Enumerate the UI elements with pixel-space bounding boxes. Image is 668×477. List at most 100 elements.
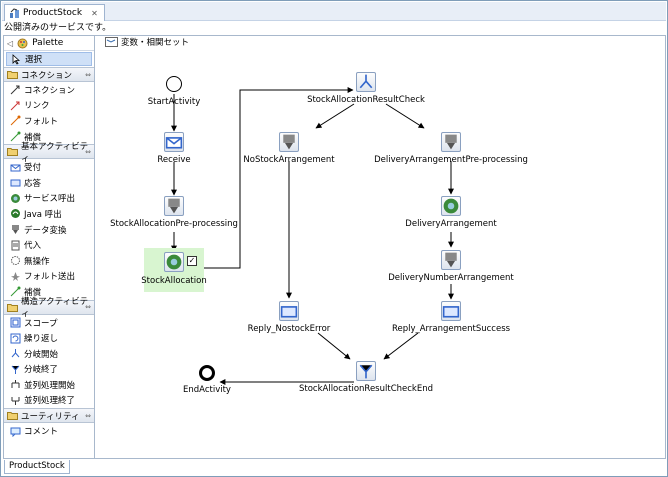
palette-item[interactable]: コメント: [4, 423, 94, 439]
palette-item-label: コメント: [24, 427, 59, 438]
palette-item[interactable]: 代入: [4, 237, 94, 253]
node-delivpre[interactable]: [441, 132, 461, 152]
node-reply_err[interactable]: [279, 301, 299, 321]
throw-fault-icon: [11, 271, 20, 281]
palette-item[interactable]: 無操作: [4, 253, 94, 269]
palette-icon: [17, 38, 28, 48]
palette-item[interactable]: 応答: [4, 175, 94, 191]
category-connection[interactable]: コネクション ⇔: [4, 67, 94, 82]
palette-item[interactable]: スコープ: [4, 315, 94, 331]
tab-productstock[interactable]: ProductStock ✕: [4, 4, 105, 21]
receive-icon: [10, 164, 21, 172]
palette-item-label: 繰り返し: [24, 334, 59, 345]
node-label-preproc: StockAllocationPre-processing: [110, 219, 238, 229]
reply-icon: [10, 179, 21, 187]
link-replyok-checkend[interactable]: [383, 332, 419, 360]
category-label: コネクション: [21, 70, 73, 81]
palette-item[interactable]: 並列処理終了: [4, 393, 94, 409]
branch-end-icon: [11, 365, 20, 374]
palette-item-label: 受付: [24, 163, 42, 174]
node-delivnum[interactable]: [441, 250, 461, 270]
palette-item[interactable]: 受付: [4, 159, 94, 175]
flow-diagram: [171, 87, 454, 385]
data-transform-icon: [12, 225, 19, 235]
node-checkend[interactable]: [356, 361, 376, 381]
node-check[interactable]: [356, 72, 376, 92]
process-icon: [10, 7, 19, 18]
data-transform-icon: [283, 134, 295, 150]
connection-icon: [10, 85, 20, 95]
palette-select-tool[interactable]: 選択: [6, 52, 92, 66]
palette-item[interactable]: 補償: [4, 129, 94, 145]
node-label-receive: Receive: [157, 155, 191, 165]
palette-title: Palette: [32, 38, 64, 48]
service-invoke-icon: [443, 198, 459, 214]
palette-item-label: 分岐終了: [24, 365, 59, 376]
category-utility[interactable]: ユーティリティ⇔: [4, 408, 94, 424]
palette-item-label: 補償: [24, 287, 42, 298]
drawer-toggle-icon[interactable]: ⇔: [85, 70, 91, 79]
link-alloc-check[interactable]: [198, 87, 354, 269]
palette: ◁ Palette 選択 コネクション⇔コネクションリンクフォルト補償基本アクテ…: [4, 36, 95, 458]
link-check-nostock[interactable]: [315, 103, 355, 129]
palette-item-label: 代入: [24, 241, 42, 252]
reply-icon: [280, 306, 298, 318]
folder-icon: [7, 412, 18, 421]
palette-item-label: スコープ: [24, 318, 58, 329]
folder-icon: [7, 71, 18, 79]
bottom-tab-productstock[interactable]: ProductStock: [4, 460, 70, 474]
palette-item[interactable]: 分岐開始: [4, 346, 94, 362]
folder-icon: [7, 148, 18, 157]
node-alloc[interactable]: [164, 252, 184, 272]
close-icon[interactable]: ✕: [91, 8, 98, 18]
folder-icon: [7, 303, 18, 312]
node-start[interactable]: [166, 76, 182, 92]
category-structured-activity[interactable]: 構造アクティビティ⇔: [4, 297, 94, 319]
java-invoke-icon: [11, 209, 20, 219]
palette-item-label: 並列処理開始: [24, 380, 76, 391]
palette-item-label: 無操作: [24, 256, 50, 267]
node-preproc[interactable]: [164, 196, 184, 216]
drawer-toggle-icon[interactable]: ⇔: [85, 303, 91, 312]
link-replyerr-checkend[interactable]: [317, 332, 351, 360]
checkbox-icon[interactable]: ✓: [187, 256, 197, 266]
node-label-deliv: DeliveryArrangement: [405, 219, 497, 229]
palette-item[interactable]: フォルト送出: [4, 269, 94, 285]
node-end[interactable]: [199, 365, 215, 381]
node-label-check: StockAllocationResultCheck: [307, 95, 425, 105]
variables-button[interactable]: 変数・相関セット: [105, 36, 189, 48]
service-invoke-icon: [166, 254, 182, 270]
loop-icon: [10, 333, 21, 344]
node-label-start: StartActivity: [147, 97, 201, 107]
palette-item-label: フォルト: [24, 116, 59, 127]
node-label-reply_err: Reply_NostockError: [247, 324, 331, 334]
palette-item[interactable]: リンク: [4, 98, 94, 114]
comment-icon: [10, 427, 21, 437]
editor-tabbar: ProductStock ✕: [2, 2, 666, 21]
link-check-delivpre[interactable]: [385, 103, 425, 129]
node-receive[interactable]: [164, 132, 184, 152]
palette-item[interactable]: フォルト: [4, 113, 94, 129]
palette-item[interactable]: Java 呼出: [4, 206, 94, 222]
compensate-icon: [10, 131, 21, 142]
status-message: 公開済みのサービスです。: [4, 23, 112, 33]
palette-item[interactable]: サービス呼出: [4, 191, 94, 207]
category-basic-activity[interactable]: 基本アクティビティ⇔: [4, 142, 94, 164]
palette-item[interactable]: 繰り返し: [4, 330, 94, 346]
palette-item[interactable]: 並列処理開始: [4, 377, 94, 393]
palette-item[interactable]: データ変換: [4, 222, 94, 238]
assign-icon: [11, 240, 20, 251]
palette-item[interactable]: コネクション: [4, 82, 94, 98]
drawer-toggle-icon[interactable]: ⇔: [85, 411, 91, 420]
node-label-delivpre: DeliveryArrangementPre-processing: [374, 155, 528, 165]
drawer-toggle-icon[interactable]: ⇔: [85, 147, 91, 156]
node-deliv[interactable]: [441, 196, 461, 216]
palette-item-label: 補償: [24, 132, 42, 143]
palette-item[interactable]: 補償: [4, 284, 94, 300]
node-nostock[interactable]: [279, 132, 299, 152]
branch-start-icon: [11, 349, 20, 358]
node-reply_ok[interactable]: [441, 301, 461, 321]
collapse-left-icon[interactable]: ◁: [7, 38, 14, 48]
palette-item[interactable]: 分岐終了: [4, 362, 94, 378]
